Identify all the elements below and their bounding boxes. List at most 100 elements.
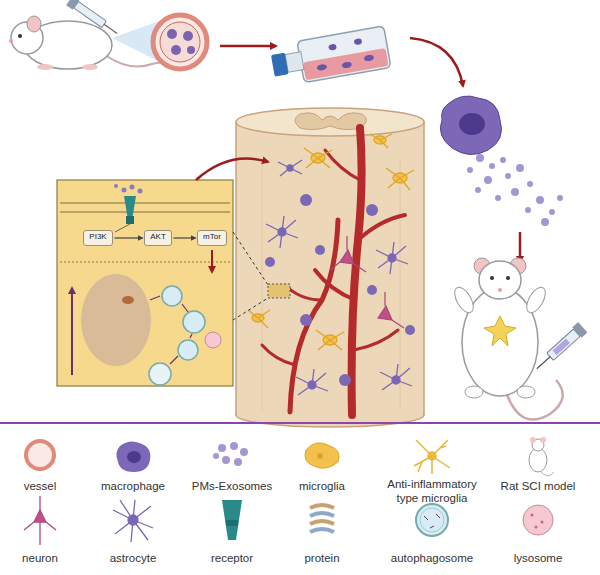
culture-flask (353, 38, 362, 45)
mechanism-inset (122, 296, 134, 304)
microglia-cells (316, 330, 344, 350)
legend-rat-icon (530, 437, 536, 443)
vessel-section (171, 45, 181, 55)
syringe-icon (74, 2, 106, 28)
exosome-dots (516, 164, 524, 172)
microglia-cells (304, 148, 332, 168)
culture-flask (316, 64, 327, 72)
rat-figure (451, 284, 477, 315)
legend-astrocyte-icon (113, 500, 153, 542)
legend-vessel-icon (26, 441, 54, 469)
macrophage-figure (440, 96, 501, 155)
mechanism-inset (149, 363, 171, 385)
culture-flask (303, 48, 389, 80)
astrocyte-cells (380, 364, 412, 390)
rat-figure (484, 316, 516, 346)
mechanism-inset (71, 288, 73, 375)
legend-microglia-icon (317, 453, 323, 459)
exosome-dots (557, 195, 563, 201)
blood-vessel (315, 270, 355, 300)
rat-figure (479, 261, 521, 299)
mechanism-inset (114, 184, 118, 188)
microglia-cells (370, 134, 392, 148)
exosome-dots (475, 187, 481, 193)
mechanism-inset (60, 262, 230, 263)
macrophage-dots (300, 314, 312, 326)
legend-neuron-icon (24, 496, 56, 545)
blood-vessel (352, 128, 362, 415)
legend-exosome-icon (218, 444, 226, 452)
legend-exosome-icon (234, 458, 242, 466)
macrophage-dots (339, 374, 351, 386)
zoom-leader (233, 298, 268, 320)
zoom-leader (233, 232, 268, 285)
macrophage-dots (405, 325, 415, 335)
neuron-cells (340, 250, 354, 264)
astrocyte-cells (376, 242, 408, 274)
rat-figure (523, 284, 549, 315)
neuron-cells (385, 292, 404, 328)
legend-exosome-icon (222, 456, 230, 464)
legend-vessel-icon (26, 441, 54, 469)
rat-figure (465, 386, 483, 398)
macrophage-figure (440, 96, 501, 155)
blood-vessel (358, 215, 405, 240)
vessel-section (153, 15, 207, 69)
legend-exosome-icon (240, 448, 248, 456)
exosome-dots (505, 173, 511, 179)
legend-rat-icon (529, 437, 554, 476)
astrocyte-cells (266, 216, 298, 248)
rat-figure (506, 276, 510, 280)
legend-lysosome-icon (541, 521, 544, 524)
macrophage-dots (367, 285, 377, 295)
blood-vessel (325, 150, 360, 180)
culture-flask (269, 26, 391, 88)
microglia-cells (386, 168, 414, 190)
vessel-section (160, 22, 200, 62)
rat-figure (498, 288, 502, 292)
microglia-cells (304, 148, 332, 168)
microglia-cells (316, 330, 344, 350)
legend-lysosome-icon (523, 505, 553, 535)
mechanism-inset (57, 180, 233, 386)
mouse-figure (82, 64, 98, 70)
divider-line (0, 422, 600, 424)
macrophage-dots (265, 257, 275, 267)
exosome-dots (511, 188, 519, 196)
legend-protein-icon (310, 521, 334, 524)
syringe-icon (532, 322, 587, 374)
legend-neuron-icon (24, 496, 56, 545)
microglia-cells (248, 310, 270, 328)
rat-figure (490, 276, 494, 280)
legend-label: Anti-inflammatory type microglia (377, 478, 487, 506)
mechanism-inset (122, 188, 127, 193)
legend-astrocyte-icon (113, 500, 153, 542)
vessel-section (167, 29, 177, 39)
blood-vessel (354, 330, 398, 350)
mechanism-inset (183, 311, 205, 333)
spinal-cord (295, 113, 367, 130)
flow-arrow (519, 232, 522, 262)
legend-macrophage-icon (116, 441, 150, 472)
exosome-dots (541, 218, 549, 226)
astrocyte-cells (296, 369, 328, 395)
exosome-dots (525, 207, 531, 213)
macrophage-figure (459, 113, 485, 135)
legend-receptor-icon (226, 520, 238, 526)
syringe-icon (547, 329, 580, 361)
mechanism-inset (150, 296, 192, 364)
legend-label: neuron (0, 552, 80, 566)
pathway-box: PI3K (83, 230, 113, 246)
mechanism-inset (60, 202, 230, 204)
mechanism-inset (60, 211, 230, 213)
astrocyte-cells (278, 160, 302, 176)
astrocyte-cells (376, 242, 408, 274)
spinal-cord (236, 108, 424, 136)
legend-rat-icon (540, 471, 554, 476)
legend-protein-icon (310, 505, 334, 532)
exosome-dots (489, 163, 495, 169)
legend-neuron-icon (34, 510, 46, 522)
exosome-dots (549, 209, 555, 215)
syringe-icon (66, 0, 120, 38)
